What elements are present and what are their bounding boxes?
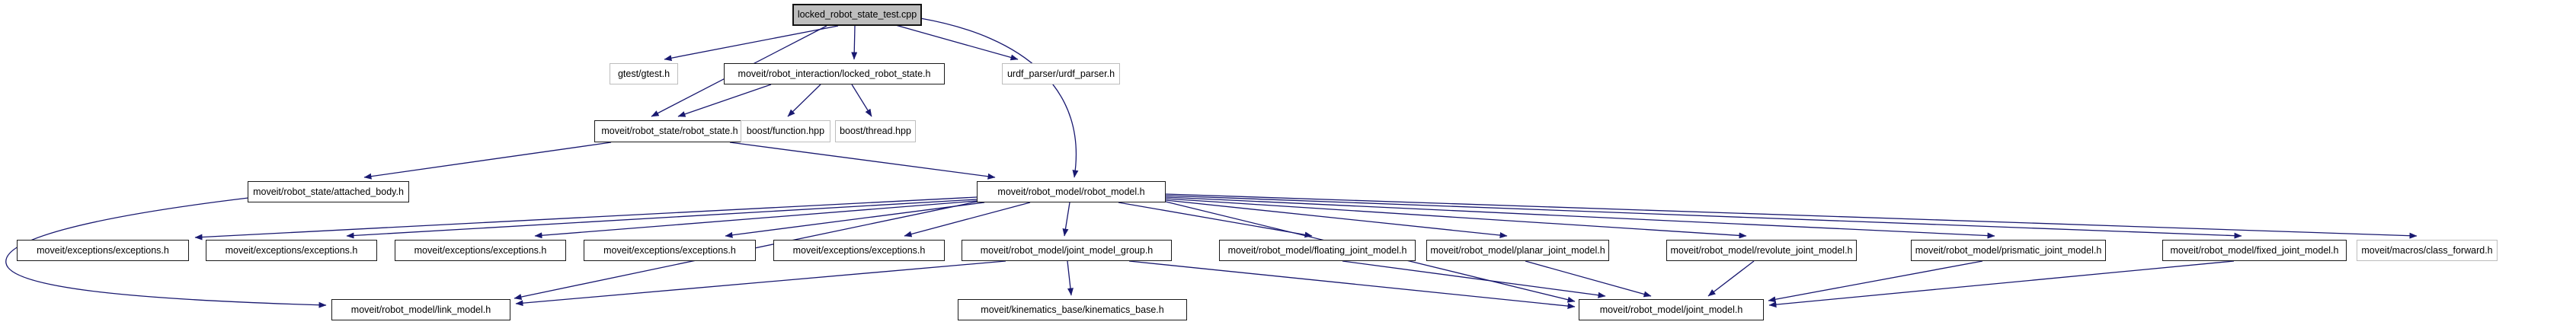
node-fixed-joint-model[interactable]: moveit/robot_model/fixed_joint_model.h	[2162, 240, 2347, 261]
node-prismatic-joint-model[interactable]: moveit/robot_model/prismatic_joint_model…	[1911, 240, 2106, 261]
node-revolute-joint-model[interactable]: moveit/robot_model/revolute_joint_model.…	[1666, 240, 1857, 261]
node-root: locked_robot_state_test.cpp	[792, 4, 922, 26]
node-joint-model-group[interactable]: moveit/robot_model/joint_model_group.h	[962, 240, 1172, 261]
node-exceptions-2[interactable]: moveit/exceptions/exceptions.h	[206, 240, 377, 261]
node-exceptions-3[interactable]: moveit/exceptions/exceptions.h	[395, 240, 566, 261]
node-boost-function[interactable]: boost/function.hpp	[741, 120, 830, 142]
node-robot-model[interactable]: moveit/robot_model/robot_model.h	[977, 181, 1166, 202]
node-boost-thread[interactable]: boost/thread.hpp	[835, 120, 916, 142]
node-locked-robot-state[interactable]: moveit/robot_interaction/locked_robot_st…	[724, 63, 945, 84]
node-gtest[interactable]: gtest/gtest.h	[610, 63, 678, 84]
node-floating-joint-model[interactable]: moveit/robot_model/floating_joint_model.…	[1219, 240, 1416, 261]
node-urdf-parser[interactable]: urdf_parser/urdf_parser.h	[1002, 63, 1120, 84]
node-joint-model[interactable]: moveit/robot_model/joint_model.h	[1579, 299, 1764, 320]
node-exceptions-4[interactable]: moveit/exceptions/exceptions.h	[584, 240, 756, 261]
node-exceptions-5[interactable]: moveit/exceptions/exceptions.h	[773, 240, 945, 261]
node-planar-joint-model[interactable]: moveit/robot_model/planar_joint_model.h	[1426, 240, 1609, 261]
node-kinematics-base[interactable]: moveit/kinematics_base/kinematics_base.h	[958, 299, 1187, 320]
node-attached-body[interactable]: moveit/robot_state/attached_body.h	[248, 181, 409, 202]
node-class-forward[interactable]: moveit/macros/class_forward.h	[2357, 240, 2498, 261]
node-link-model[interactable]: moveit/robot_model/link_model.h	[331, 299, 510, 320]
node-robot-state[interactable]: moveit/robot_state/robot_state.h	[594, 120, 745, 142]
node-exceptions-1[interactable]: moveit/exceptions/exceptions.h	[17, 240, 189, 261]
